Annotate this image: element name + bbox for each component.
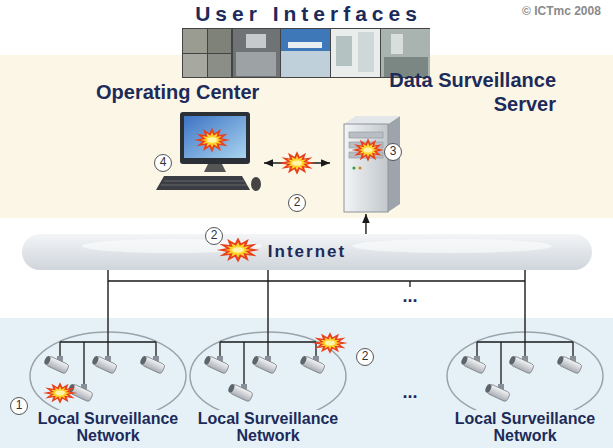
network-wires xyxy=(60,330,156,386)
ellipsis-mark: ... xyxy=(395,382,425,402)
camera-icon xyxy=(460,355,486,374)
internet-bus xyxy=(108,281,525,287)
graphic-part xyxy=(246,34,266,48)
graphic-part xyxy=(161,181,247,185)
server-node: Data Surveillance Server xyxy=(330,64,562,214)
camera-icon xyxy=(299,355,325,374)
callout-number: 2 xyxy=(288,194,306,212)
node-label: Local Surveillance Network xyxy=(28,410,188,444)
camera-icon xyxy=(43,355,69,374)
graphic-part xyxy=(180,112,250,164)
graphic-part xyxy=(233,29,280,77)
connector xyxy=(264,159,330,167)
graphic-part xyxy=(184,116,246,158)
explosion-marker xyxy=(352,138,384,161)
computer-icon xyxy=(156,112,261,191)
camera-icon xyxy=(139,355,165,374)
arrow-head xyxy=(362,214,370,223)
node-label: Local Surveillance Network xyxy=(188,410,348,444)
copyright-note: © ICTmc 2008 xyxy=(522,4,601,18)
surveillance-network: Local Surveillance Network xyxy=(188,330,348,444)
graphic-part xyxy=(352,166,355,169)
camera-icon xyxy=(67,383,93,402)
connector xyxy=(362,214,370,234)
graphic-part xyxy=(251,177,261,191)
graphic-part xyxy=(349,132,383,138)
camera-icon xyxy=(484,383,510,402)
camera-icon xyxy=(508,355,534,374)
graphic-part xyxy=(281,29,330,51)
camera-icon xyxy=(556,355,582,374)
explosion-marker xyxy=(279,151,315,174)
connector-line xyxy=(107,270,108,330)
internet-cloud: Internet xyxy=(22,234,592,270)
graphic-part xyxy=(156,176,250,190)
graphic-part xyxy=(358,32,374,72)
connector-line xyxy=(267,270,268,330)
network-wires xyxy=(477,330,573,386)
server-icon xyxy=(344,116,400,212)
graphic-part xyxy=(82,239,262,253)
camera-icon xyxy=(227,383,253,402)
interface-panel: User Interfaces xyxy=(176,2,436,80)
explosion-marker xyxy=(312,332,348,354)
tier-heading: User Interfaces xyxy=(176,2,436,26)
graphic-part xyxy=(208,54,231,77)
graphic-part xyxy=(388,116,400,212)
graphic-part xyxy=(352,239,552,253)
graphic-part xyxy=(183,54,207,77)
graphic-part xyxy=(344,116,400,124)
arrow-head xyxy=(264,159,273,167)
graphic-part xyxy=(349,142,383,148)
network-wires xyxy=(220,330,316,386)
node-heading: Operating Center xyxy=(96,80,260,104)
graphic-part xyxy=(236,52,276,76)
connector-line xyxy=(264,162,330,163)
graphic-part xyxy=(288,42,322,48)
connector xyxy=(108,270,109,330)
explosion-marker xyxy=(194,127,230,152)
network-band xyxy=(0,318,613,448)
graphic-part xyxy=(281,51,330,77)
graphic-part xyxy=(208,29,231,53)
ellipsis-mark: ... xyxy=(395,286,425,306)
camera-icon xyxy=(91,355,117,374)
graphic-part xyxy=(204,164,226,172)
arrow-head xyxy=(321,159,330,167)
callout-number: 2 xyxy=(205,227,223,245)
connector xyxy=(525,270,526,330)
center-band xyxy=(0,55,613,218)
explosion-marker xyxy=(43,382,77,404)
surveillance-network: Local Surveillance Network xyxy=(28,330,188,444)
callout-number: 4 xyxy=(154,154,172,172)
callout-number: 3 xyxy=(384,143,402,161)
camera-icon xyxy=(251,355,277,374)
surveillance-network: Local Surveillance Network xyxy=(445,330,605,444)
node-heading: Data Surveillance Server xyxy=(356,68,556,116)
operating-center: Operating Center xyxy=(92,78,264,200)
graphic-part xyxy=(331,29,380,77)
node-label: Local Surveillance Network xyxy=(445,410,605,444)
graphic-part xyxy=(183,29,207,53)
graphic-part xyxy=(349,152,383,158)
graphic-part xyxy=(391,34,403,54)
camera-icon xyxy=(203,355,229,374)
callout-number: 2 xyxy=(356,348,374,366)
explosion-marker xyxy=(216,237,259,262)
graphic-part xyxy=(358,166,361,169)
node-label: Internet xyxy=(22,234,592,270)
callout-number: 1 xyxy=(10,397,28,415)
graphic-part xyxy=(336,36,352,66)
connector xyxy=(268,270,269,330)
connector-line xyxy=(524,270,525,330)
graphic-part xyxy=(344,124,388,212)
cloud-shape xyxy=(22,234,592,270)
